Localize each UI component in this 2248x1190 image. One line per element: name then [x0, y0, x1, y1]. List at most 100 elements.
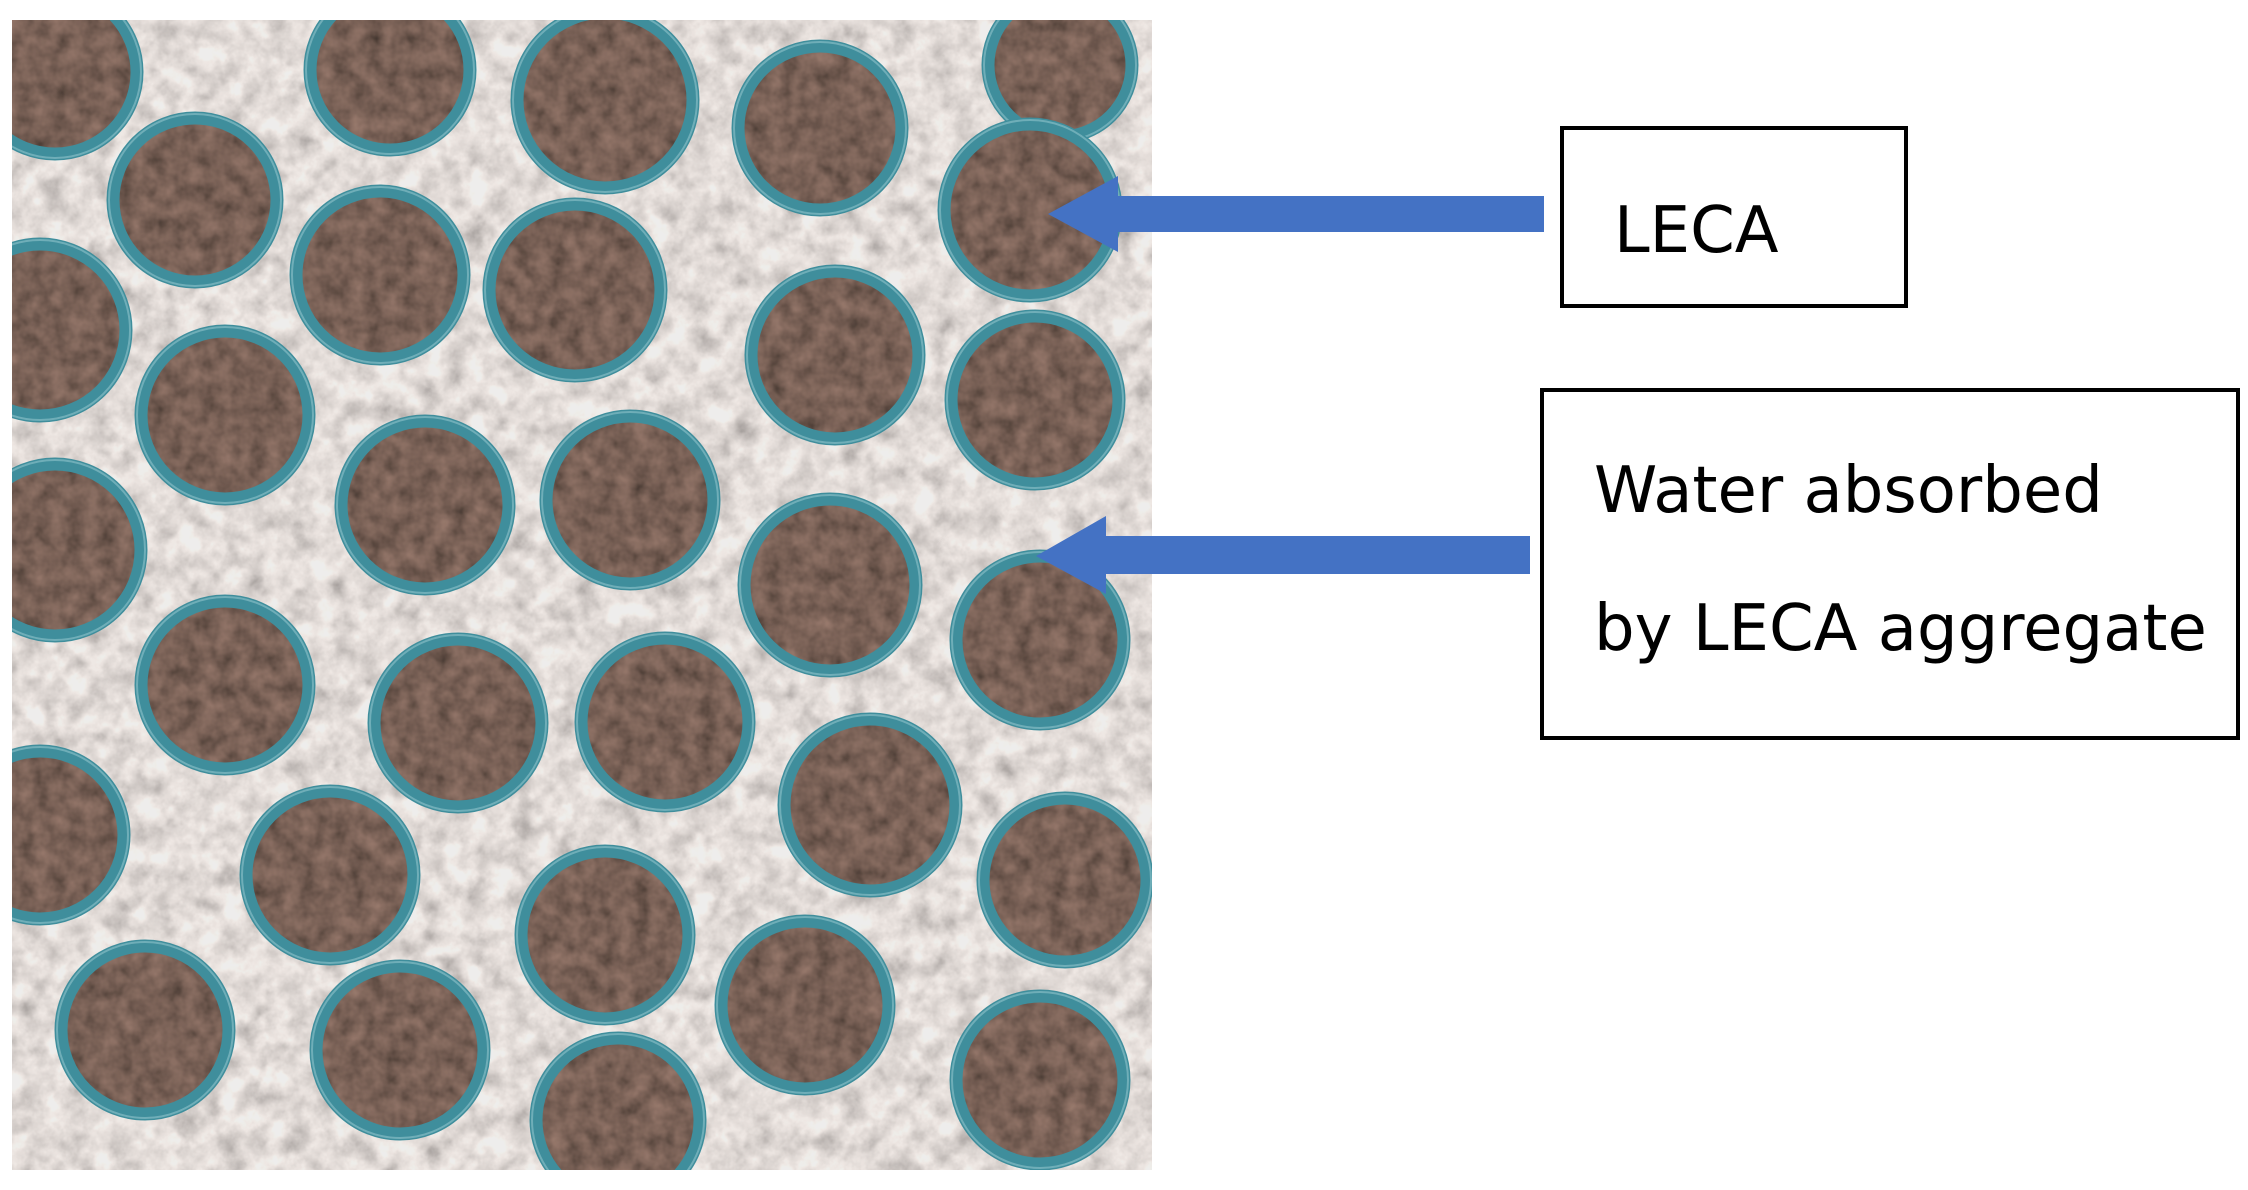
leca-particle — [367, 632, 549, 814]
particle-texture — [115, 120, 275, 280]
particle-texture — [958, 998, 1122, 1162]
water-ring — [12, 744, 131, 926]
water-ring — [482, 197, 668, 383]
water-ring — [510, 20, 700, 195]
leca-particle — [482, 197, 668, 383]
water-ring — [12, 237, 133, 423]
water-ring — [106, 111, 284, 289]
leca-particle — [737, 492, 923, 678]
arrow-left-icon — [1048, 176, 1544, 252]
particle-texture — [548, 418, 712, 582]
water-ring-highlight — [531, 1033, 705, 1170]
water-ring-highlight — [305, 20, 475, 155]
water-ring — [737, 492, 923, 678]
leca-particle — [12, 457, 148, 643]
particle-texture — [12, 753, 122, 917]
water-label-line2: by LECA aggregate — [1594, 592, 2207, 666]
particle-texture — [958, 558, 1122, 722]
water-ring — [777, 712, 963, 898]
water-ring-highlight — [12, 459, 146, 641]
water-ring-highlight — [484, 199, 666, 381]
arrow-left-icon — [1036, 516, 1530, 594]
leca-particle — [510, 20, 700, 195]
particle-texture — [723, 923, 887, 1087]
leca-particle — [731, 39, 909, 217]
leca-particle — [106, 111, 284, 289]
water-ring-highlight — [369, 634, 547, 812]
particle-texture — [746, 501, 914, 669]
particle-texture — [786, 721, 954, 889]
water-ring-highlight — [136, 596, 314, 774]
leca-particle — [303, 20, 477, 157]
water-ring — [12, 457, 148, 643]
water-callout: Water absorbed by LECA aggregate — [1036, 388, 2240, 740]
water-ring — [731, 39, 909, 217]
water-ring — [944, 309, 1126, 491]
particle-texture — [740, 48, 900, 208]
leca-particle — [976, 791, 1152, 969]
water-ring — [744, 264, 926, 446]
water-ring — [309, 959, 491, 1141]
water-label-line1: Water absorbed — [1594, 454, 2103, 528]
water-ring-highlight — [746, 266, 924, 444]
concrete-matrix — [12, 20, 1152, 1170]
water-ring — [289, 184, 471, 366]
leca-particle — [944, 309, 1126, 491]
leca-particle — [744, 264, 926, 446]
particle-texture — [318, 968, 482, 1132]
particle-texture — [298, 193, 462, 357]
leca-particle — [777, 712, 963, 898]
water-ring — [134, 324, 316, 506]
water-ring-highlight — [12, 239, 131, 421]
leca-particles — [12, 20, 1152, 1170]
leca-label: LECA — [1614, 194, 1779, 268]
water-ring-highlight — [733, 41, 907, 215]
particle-texture — [491, 206, 659, 374]
particle-texture — [343, 423, 507, 587]
particle-texture — [12, 466, 139, 634]
leca-particle — [714, 914, 896, 1096]
water-ring-highlight — [336, 416, 514, 594]
particle-texture — [143, 603, 307, 767]
particle-texture — [312, 20, 468, 148]
water-ring-highlight — [951, 991, 1129, 1169]
water-ring-highlight — [576, 633, 754, 811]
water-ring-highlight — [311, 961, 489, 1139]
particle-texture — [538, 1040, 698, 1170]
water-ring-highlight — [291, 186, 469, 364]
leca-particle — [981, 20, 1139, 144]
leca-particle — [949, 989, 1131, 1170]
particle-texture — [990, 20, 1130, 135]
water-ring-highlight — [739, 494, 921, 676]
water-ring-highlight — [136, 326, 314, 504]
water-ring — [334, 414, 516, 596]
leca-particle — [574, 631, 756, 813]
leca-particle — [539, 409, 721, 591]
leca-particle — [54, 939, 236, 1121]
water-ring — [514, 844, 696, 1026]
leca-particle — [12, 20, 144, 161]
water-ring-highlight — [716, 916, 894, 1094]
water-ring-highlight — [978, 793, 1152, 967]
particle-texture — [523, 853, 687, 1017]
leca-particle — [309, 959, 491, 1141]
water-ring — [976, 791, 1152, 969]
water-ring — [367, 632, 549, 814]
leca-particle — [937, 117, 1123, 303]
water-ring — [54, 939, 236, 1121]
particle-texture — [946, 126, 1114, 294]
leca-label-box — [1560, 126, 1908, 308]
leca-particle — [134, 324, 316, 506]
water-ring — [12, 20, 144, 161]
water-ring — [539, 409, 721, 591]
particle-texture — [12, 20, 135, 152]
leca-particle — [529, 1031, 707, 1170]
particle-texture — [953, 318, 1117, 482]
particle-texture — [376, 641, 540, 805]
water-ring — [303, 20, 477, 157]
water-ring-highlight — [516, 846, 694, 1024]
water-ring — [529, 1031, 707, 1170]
water-ring — [239, 784, 421, 966]
leca-particle — [289, 184, 471, 366]
water-ring-highlight — [779, 714, 961, 896]
